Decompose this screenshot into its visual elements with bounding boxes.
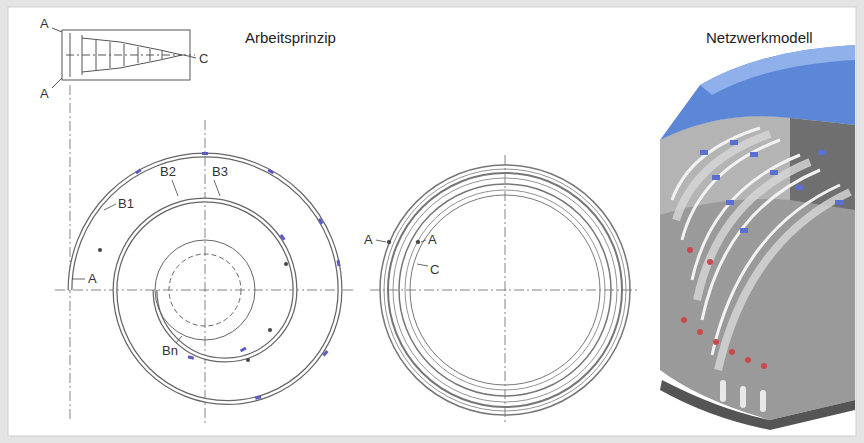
- part-label: A: [40, 16, 49, 31]
- part-label: C: [430, 262, 439, 277]
- part-label: A: [428, 232, 437, 247]
- panel-title: Netzwerkmodell: [706, 29, 813, 47]
- part-label: A: [40, 86, 49, 101]
- part-label: B1: [118, 196, 134, 211]
- part-label: A: [88, 271, 97, 286]
- part-label: A: [364, 232, 373, 247]
- part-label: B2: [160, 164, 176, 179]
- part-label: C: [199, 51, 208, 66]
- part-label: Bn: [162, 343, 178, 358]
- part-label: B3: [212, 164, 228, 179]
- panel-title: Arbeitsprinzip: [245, 29, 336, 47]
